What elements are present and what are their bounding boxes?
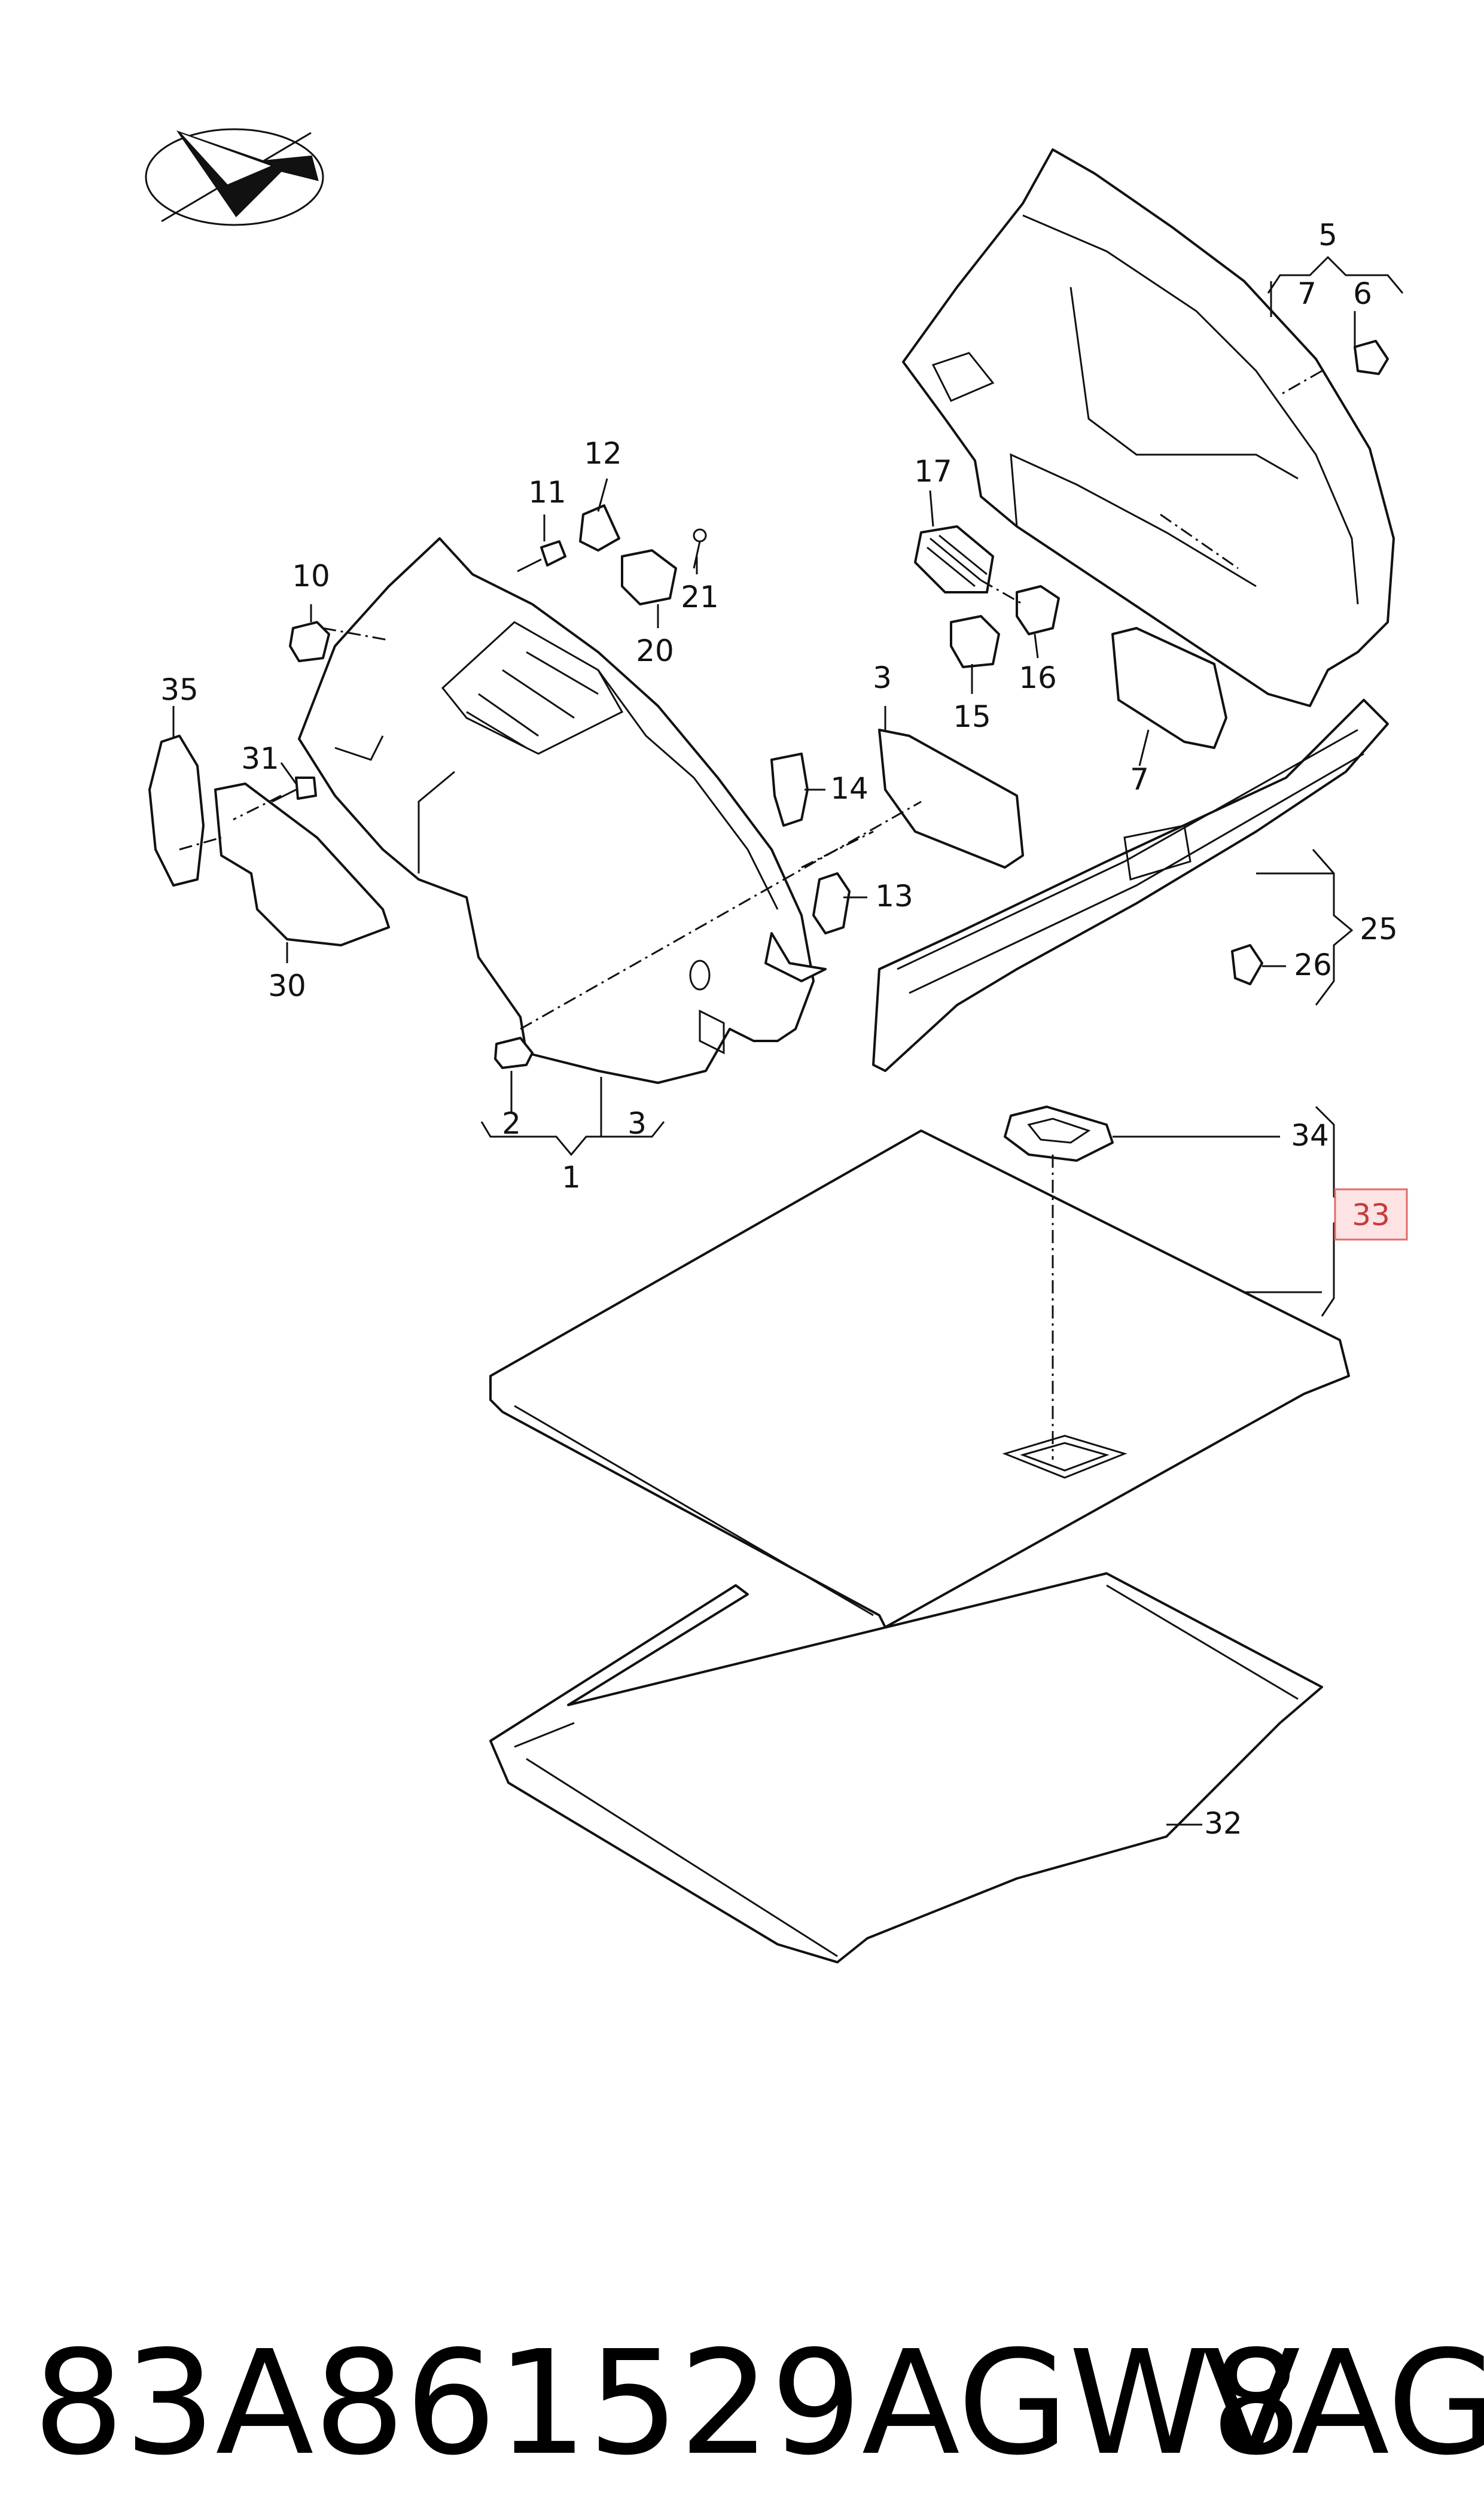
- orientation-arrow-icon: [145, 128, 324, 226]
- callout-labels: 1 2 3 3 5 6 7 7 10 11 12 13 14 15 16 17 …: [160, 218, 1398, 1841]
- callout-14[interactable]: 14: [830, 771, 869, 806]
- grommet-34: [1004, 1106, 1114, 1162]
- callout-7-upper[interactable]: 7: [1297, 276, 1317, 311]
- loading-sill-trim-25: [872, 699, 1389, 1072]
- callout-21[interactable]: 21: [681, 580, 719, 614]
- fastener-14: [770, 753, 809, 827]
- trim-7-lower: [1111, 627, 1227, 749]
- callout-26[interactable]: 26: [1294, 948, 1332, 982]
- bracket-35: [148, 735, 205, 887]
- callout-3-mid[interactable]: 3: [873, 660, 892, 695]
- callout-7-lower[interactable]: 7: [1130, 762, 1149, 797]
- callout-35[interactable]: 35: [160, 672, 199, 707]
- callout-25[interactable]: 25: [1360, 912, 1398, 946]
- callout-34[interactable]: 34: [1291, 1118, 1329, 1153]
- callout-17[interactable]: 17: [914, 454, 952, 489]
- callout-16[interactable]: 16: [1019, 660, 1057, 695]
- callout-1[interactable]: 1: [562, 1160, 581, 1195]
- vent-grille-17: [914, 525, 994, 593]
- screw-11: [517, 540, 566, 573]
- leader-lines: [172, 255, 1404, 1826]
- callout-20[interactable]: 20: [636, 634, 674, 668]
- bolt-31: [272, 777, 317, 803]
- right-side-trim-panel: [902, 148, 1395, 707]
- clip-6: [1354, 340, 1389, 375]
- screw-21: [693, 528, 707, 569]
- left-side-trim-panel: [298, 537, 827, 1084]
- cap-13: [812, 872, 851, 934]
- callout-33-highlight: [1334, 1188, 1408, 1241]
- bracket-16: [1016, 585, 1060, 635]
- callout-31[interactable]: 31: [241, 741, 279, 776]
- floor-panel-33: [489, 1129, 1350, 1628]
- floor-mat-32: [489, 1572, 1323, 1963]
- brand-name: VAG: [1202, 2319, 1484, 2487]
- callout-32[interactable]: 32: [1204, 1806, 1242, 1841]
- clip-10: [289, 621, 330, 662]
- callout-6[interactable]: 6: [1353, 276, 1372, 311]
- cover-plate-30: [214, 783, 390, 946]
- bracket-12: [579, 504, 620, 552]
- clip-26: [1231, 944, 1263, 985]
- callout-13[interactable]: 13: [875, 879, 913, 914]
- callout-2[interactable]: 2: [502, 1106, 521, 1141]
- callout-10[interactable]: 10: [292, 559, 330, 593]
- hook-20: [621, 549, 677, 605]
- callout-5[interactable]: 5: [1318, 218, 1337, 252]
- callout-11[interactable]: 11: [528, 475, 566, 510]
- callout-33[interactable]: 33: [1352, 1198, 1390, 1232]
- clip-2: [494, 1037, 534, 1069]
- callout-15[interactable]: 15: [953, 699, 991, 734]
- part-number: 83A861529AGW8: [33, 2319, 1302, 2487]
- callout-3-left[interactable]: 3: [627, 1106, 647, 1141]
- hook-15: [950, 615, 1000, 668]
- callout-30[interactable]: 30: [268, 969, 306, 1003]
- trim-3: [878, 729, 1024, 869]
- callout-12[interactable]: 12: [584, 436, 622, 471]
- alignment-lines: [179, 370, 1323, 1460]
